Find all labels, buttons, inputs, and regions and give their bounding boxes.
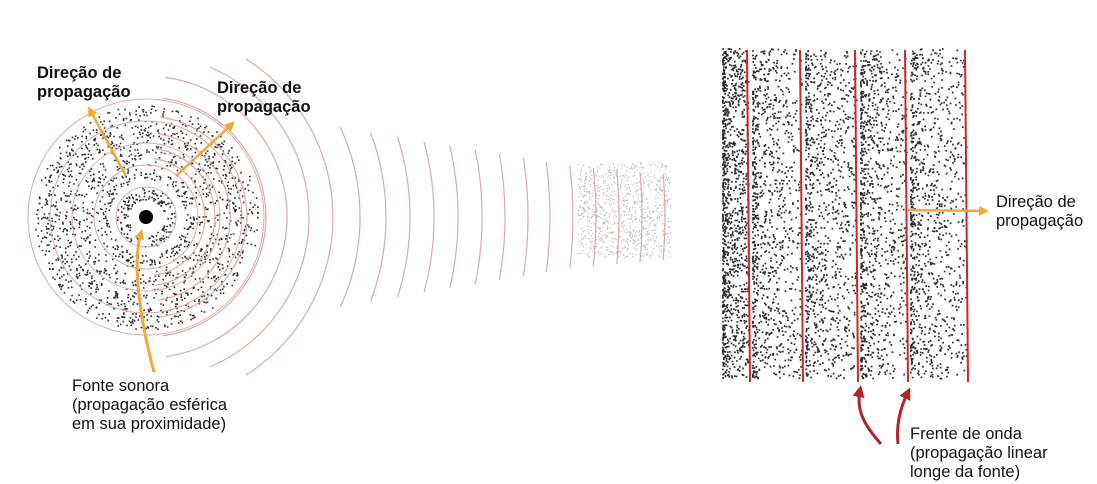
wavefront-arc bbox=[569, 165, 574, 269]
wavefront-arc bbox=[423, 141, 435, 293]
wavefront-arc bbox=[154, 158, 206, 276]
planar-wavefront-line bbox=[854, 49, 859, 383]
planar-particles bbox=[722, 48, 968, 380]
wavefront-ring bbox=[71, 142, 221, 292]
wavefront-arc bbox=[209, 66, 310, 368]
wavefront-arc bbox=[639, 171, 643, 263]
wavefront-arc bbox=[474, 149, 483, 285]
wavefront-ring bbox=[49, 120, 243, 314]
wavefront-arc bbox=[155, 148, 216, 286]
spherical-wavefronts bbox=[27, 58, 666, 376]
wavefront-arc bbox=[157, 133, 231, 301]
wavefront-pointer-arrow bbox=[896, 387, 911, 445]
wavefront-arc bbox=[245, 58, 334, 376]
particle-cloud bbox=[35, 48, 968, 380]
wavefront-arc bbox=[165, 76, 288, 358]
planar-wavefronts bbox=[746, 49, 969, 383]
wavefront-arc bbox=[397, 136, 411, 298]
transition-particles bbox=[577, 162, 672, 259]
wavefront-arc bbox=[522, 157, 529, 277]
direction-label-right: Direção de propagação bbox=[996, 193, 1084, 230]
sound-source-dot bbox=[139, 210, 153, 224]
wavefront-arc bbox=[592, 167, 597, 267]
source-pointer-arrow bbox=[134, 229, 156, 373]
planar-wavefront-line bbox=[746, 49, 751, 383]
planar-wavefront-line bbox=[904, 49, 909, 383]
wavefront-arc bbox=[370, 132, 387, 302]
wavefront-pointer-arrow bbox=[852, 385, 883, 446]
source-particles bbox=[35, 105, 259, 331]
planar-wavefront-line bbox=[799, 49, 804, 383]
direction-arrow-left bbox=[88, 106, 128, 177]
wavefront-ring bbox=[115, 186, 177, 248]
wavefront-arc bbox=[662, 173, 666, 261]
direction-arrows bbox=[88, 106, 989, 446]
wavefront-arc bbox=[545, 161, 551, 273]
direction-label-left: Direção de propagação bbox=[37, 64, 131, 101]
wavefront-arc bbox=[162, 97, 267, 337]
direction-label-middle: Direção de propagação bbox=[217, 79, 311, 116]
wavefront-arc bbox=[160, 116, 248, 318]
wavefront-arc bbox=[498, 153, 506, 281]
sound-source-label: Fonte sonora (propagação esférica em sua… bbox=[72, 377, 228, 433]
wavefront-ring bbox=[93, 164, 199, 270]
wavefront-label: Frente de onda (propagação linear longe … bbox=[910, 425, 1048, 481]
wavefront-arc bbox=[339, 126, 361, 308]
planar-wavefront-line bbox=[964, 49, 969, 383]
direction-arrow-middle bbox=[175, 121, 235, 177]
wavefront-arc bbox=[449, 145, 459, 289]
wavefront-arc bbox=[616, 169, 620, 265]
direction-arrow-right bbox=[907, 205, 989, 216]
